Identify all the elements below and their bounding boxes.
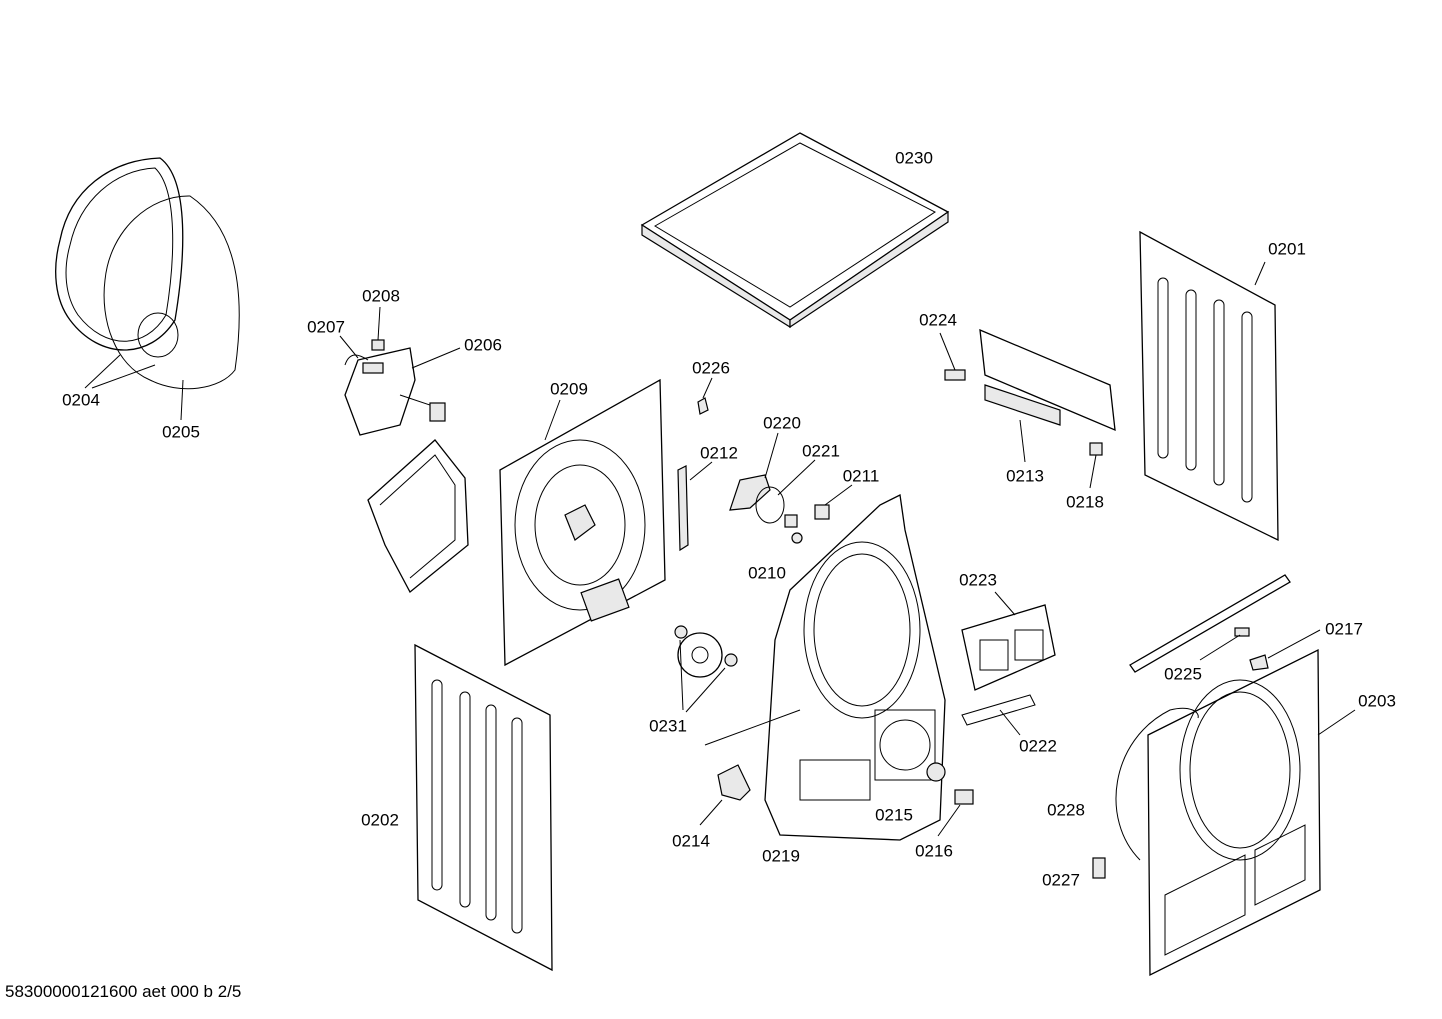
part-0218-clip [1089, 442, 1103, 456]
part-0215-knob [926, 762, 946, 782]
part-label: 0203 [1358, 691, 1396, 711]
part-0220-flap [729, 474, 771, 511]
part-0216-plug [954, 789, 974, 805]
part-label: 0218 [1066, 492, 1104, 512]
part-label: 0230 [895, 148, 933, 168]
part-0204-0205-seals [55, 157, 240, 421]
part-0201-side-panel [1139, 230, 1279, 542]
part-0225-rail [1129, 574, 1291, 673]
part-label: 0209 [550, 379, 588, 399]
part-label: 0207 [307, 317, 345, 337]
part-label: 0204 [62, 390, 100, 410]
part-0222-gasket [961, 694, 1036, 726]
part-0214-pump [717, 764, 751, 801]
part-label: 0217 [1325, 619, 1363, 639]
part-label: 0225 [1164, 664, 1202, 684]
part-label: 0210 [748, 563, 786, 583]
part-label: 0223 [959, 570, 997, 590]
part-label: 0224 [919, 310, 957, 330]
part-0213-control-panel [979, 328, 1116, 463]
part-0211-sensor [814, 504, 830, 520]
part-label: 0231 [649, 716, 687, 736]
part-0202-side-panel [414, 643, 553, 972]
part-0226-clip [697, 397, 709, 415]
part-label: 0227 [1042, 870, 1080, 890]
part-label: 0201 [1268, 239, 1306, 259]
part-label: 0222 [1019, 736, 1057, 756]
part-label: 0212 [700, 443, 738, 463]
part-0219-front-frame [704, 494, 946, 841]
part-0203-front-panel [1147, 648, 1356, 977]
part-label: 0226 [692, 358, 730, 378]
part-0206-module [339, 306, 461, 436]
part-label: 0214 [672, 831, 710, 851]
part-0217-hinge [1249, 654, 1269, 671]
part-label: 0205 [162, 422, 200, 442]
part-label: 0220 [763, 413, 801, 433]
part-label: 0221 [802, 441, 840, 461]
part-label: 0211 [842, 466, 880, 486]
part-0212-bracket [677, 465, 689, 552]
part-0209-rear-panel [499, 378, 666, 667]
part-0228-seal [1115, 707, 1199, 861]
part-0221-gasket [755, 486, 785, 524]
part-label: 0208 [362, 286, 400, 306]
part-0210-part [784, 514, 798, 528]
part-label: 0206 [464, 335, 502, 355]
part-label: 0213 [1006, 466, 1044, 486]
part-label: 0228 [1047, 800, 1085, 820]
part-0227-latch [1092, 857, 1106, 879]
part-label: 0202 [361, 810, 399, 830]
part-label: 0219 [762, 846, 800, 866]
part-0224-connector [944, 369, 966, 381]
part-duct [367, 439, 469, 594]
document-id-footer: 58300000121600 aet 000 b 2/5 [5, 982, 242, 1001]
part-0231-fan [674, 625, 738, 713]
part-0230-top-cover [640, 132, 950, 329]
part-label: 0215 [875, 805, 913, 825]
part-label: 0216 [915, 841, 953, 861]
